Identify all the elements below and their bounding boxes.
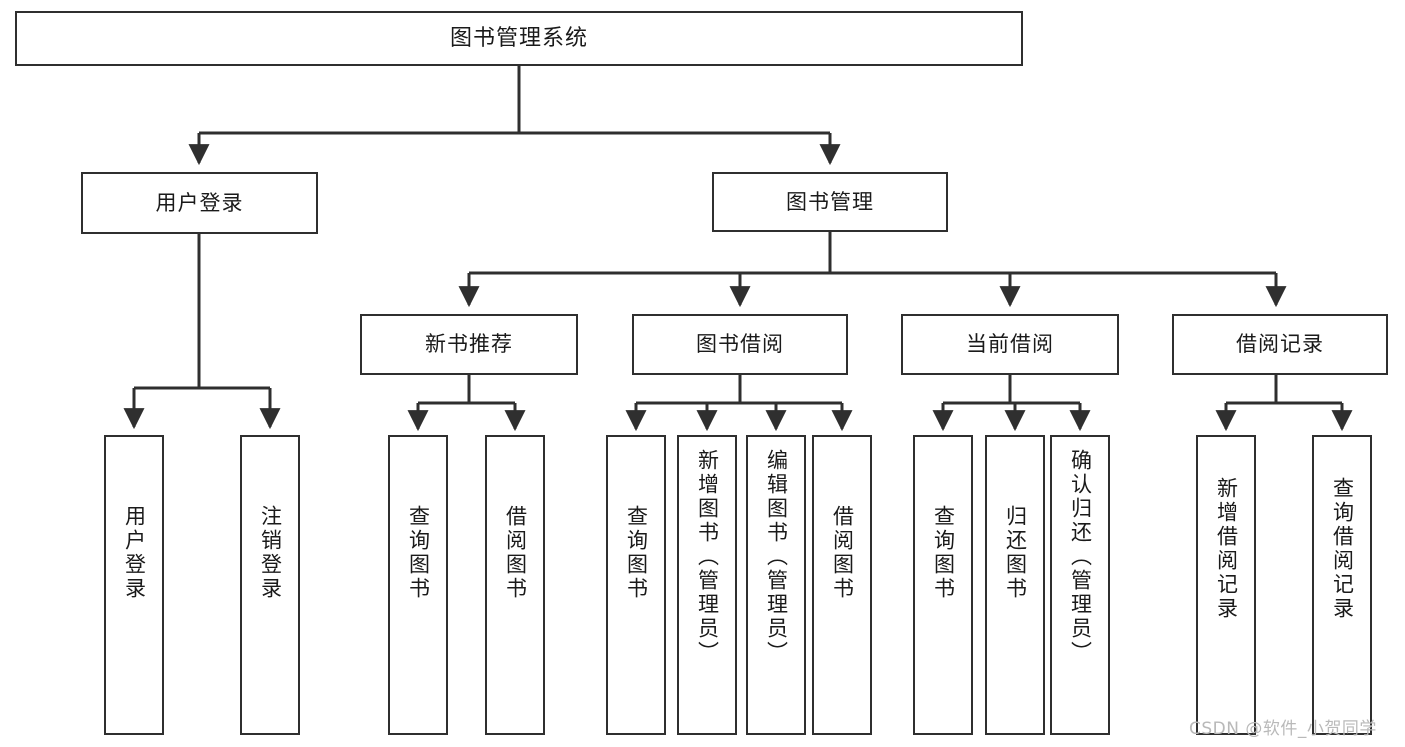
leaf-current-borrow-return-book[interactable]: 归还图书 <box>985 435 1045 735</box>
leaf-current-borrow-query-book[interactable]: 查询图书 <box>913 435 973 735</box>
node-current-borrow[interactable]: 当前借阅 <box>901 314 1119 375</box>
node-label: 查询图书 <box>931 505 956 601</box>
node-label: 用户登录 <box>155 190 244 215</box>
node-label: 查询图书 <box>406 505 431 601</box>
node-root-book-management-system[interactable]: 图书管理系统 <box>15 11 1023 66</box>
node-book-management[interactable]: 图书管理 <box>712 172 948 232</box>
node-label: 确认归还（管理员） <box>1068 449 1093 665</box>
node-user-login[interactable]: 用户登录 <box>81 172 318 234</box>
leaf-borrow-record-add-record[interactable]: 新增借阅记录 <box>1196 435 1256 735</box>
leaf-borrow-record-query-record[interactable]: 查询借阅记录 <box>1312 435 1372 735</box>
node-label: 当前借阅 <box>966 332 1054 357</box>
node-label: 图书管理系统 <box>449 25 588 51</box>
node-label: 借阅记录 <box>1236 332 1324 357</box>
leaf-book-borrow-query-book[interactable]: 查询图书 <box>606 435 666 735</box>
node-label: 查询图书 <box>624 505 649 601</box>
node-label: 用户登录 <box>122 505 147 601</box>
node-label: 归还图书 <box>1003 505 1028 601</box>
node-label: 借阅图书 <box>503 505 528 601</box>
leaf-book-borrow-borrow-book[interactable]: 借阅图书 <box>812 435 872 735</box>
node-label: 查询借阅记录 <box>1330 477 1355 621</box>
node-label: 新书推荐 <box>425 332 513 357</box>
leaf-book-borrow-add-book-admin[interactable]: 新增图书（管理员） <box>677 435 737 735</box>
node-label: 借阅图书 <box>830 505 855 601</box>
node-label: 注销登录 <box>258 505 283 601</box>
watermark: CSDN @软件_小贺同学 <box>1189 719 1377 739</box>
node-label: 新增图书（管理员） <box>695 449 720 665</box>
node-label: 编辑图书（管理员） <box>764 449 789 665</box>
leaf-new-book-query-book[interactable]: 查询图书 <box>388 435 448 735</box>
leaf-current-borrow-confirm-return-admin[interactable]: 确认归还（管理员） <box>1050 435 1110 735</box>
leaf-book-borrow-edit-book-admin[interactable]: 编辑图书（管理员） <box>746 435 806 735</box>
node-borrow-record[interactable]: 借阅记录 <box>1172 314 1388 375</box>
node-label: 新增借阅记录 <box>1214 477 1239 621</box>
leaf-user-login-logout[interactable]: 注销登录 <box>240 435 300 735</box>
leaf-new-book-borrow-book[interactable]: 借阅图书 <box>485 435 545 735</box>
node-label: 图书借阅 <box>696 332 784 357</box>
node-book-borrow[interactable]: 图书借阅 <box>632 314 848 375</box>
node-new-book-recommend[interactable]: 新书推荐 <box>360 314 578 375</box>
leaf-user-login-login[interactable]: 用户登录 <box>104 435 164 735</box>
node-label: 图书管理 <box>786 189 874 214</box>
